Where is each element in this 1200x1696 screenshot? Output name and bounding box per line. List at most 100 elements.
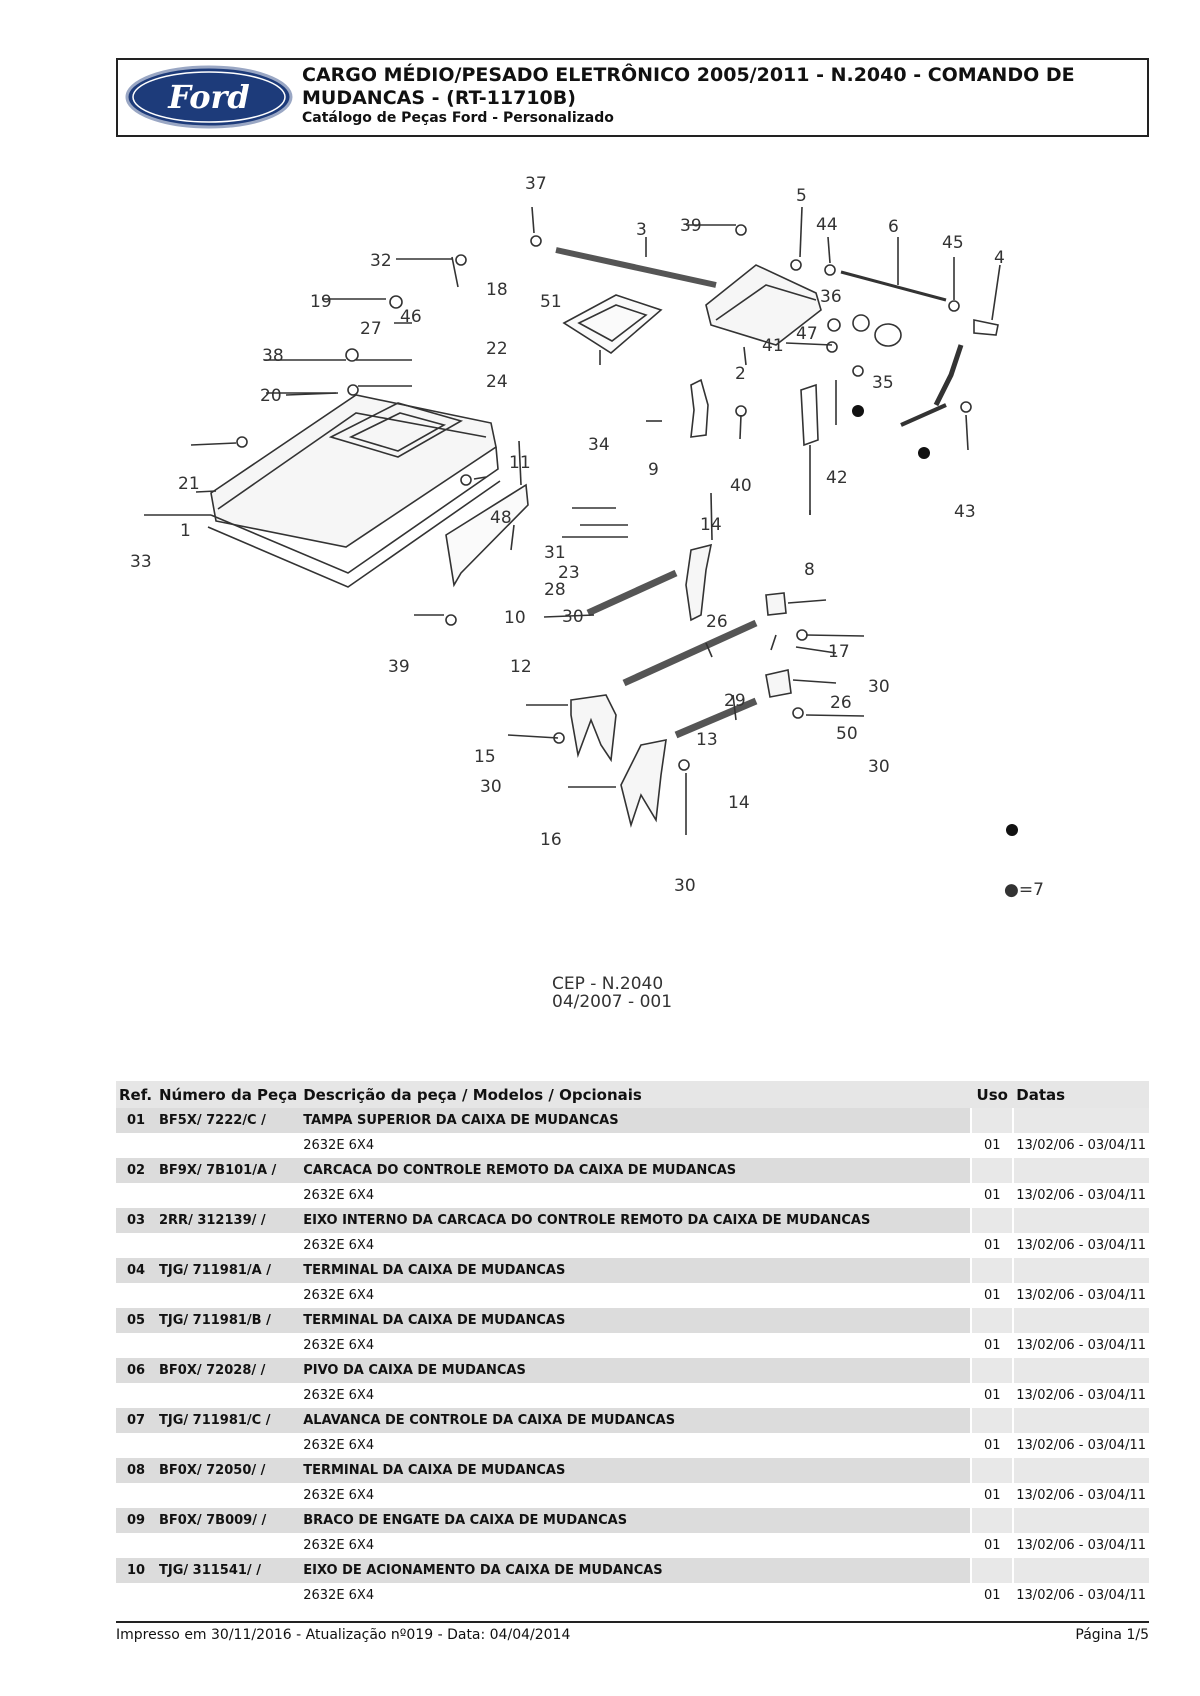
callout-33: 33 (130, 552, 152, 572)
row-uso: 01 (971, 1283, 1014, 1308)
row-model: 2632E 6X4 (300, 1533, 972, 1558)
parts-table: Ref. Número da Peça Descrição da peça / … (116, 1081, 1149, 1608)
row-uso: 01 (971, 1383, 1014, 1408)
callout-32: 32 (370, 251, 392, 271)
row-uso-blank (970, 1508, 1014, 1533)
document-header: Ford CARGO MÉDIO/PESADO ELETRÔNICO 2005/… (116, 58, 1149, 137)
callout-40: 39 (680, 216, 702, 236)
row-model: 2632E 6X4 (300, 1133, 972, 1158)
row-detail-spacer (116, 1283, 156, 1308)
callout-37: 37 (525, 175, 547, 194)
row-model: 2632E 6X4 (300, 1183, 972, 1208)
row-datas-blank (1012, 1208, 1149, 1233)
row-detail-spacer (116, 1233, 156, 1258)
callout-28: 28 (544, 580, 566, 600)
row-ref: 05 (116, 1308, 156, 1333)
row-uso: 01 (971, 1333, 1014, 1358)
col-part-number: Número da Peça (156, 1081, 301, 1108)
row-detail-spacer (156, 1133, 301, 1158)
callout-8: 8 (804, 560, 815, 580)
row-part-number: BF9X/ 7B101/A / (156, 1158, 301, 1183)
callout-5: 5 (796, 186, 807, 206)
row-part-number: BF0X/ 72028/ / (156, 1358, 301, 1383)
footer-divider (116, 1621, 1149, 1623)
callout-38: 38 (262, 346, 284, 366)
callout-42: 41 (762, 336, 784, 356)
callout-13: 13 (696, 730, 718, 750)
row-datas: 13/02/06 - 03/04/11 (1013, 1233, 1149, 1258)
row-part-number: BF0X/ 72050/ / (156, 1458, 301, 1483)
exploded-parts-diagram: 37 3 39 5 44 6 45 4 32 18 51 19 46 27 36… (130, 175, 1044, 1012)
callout-1: 1 (180, 521, 191, 541)
page-title: CARGO MÉDIO/PESADO ELETRÔNICO 2005/2011 … (302, 64, 1075, 109)
callout-35: 35 (872, 373, 894, 393)
callout-34: 34 (588, 435, 610, 455)
row-part-number: TJG/ 711981/B / (156, 1308, 301, 1333)
row-detail-spacer (156, 1283, 301, 1308)
row-model: 2632E 6X4 (300, 1233, 972, 1258)
callout-36: 36 (820, 287, 842, 307)
footer-printed-info: Impresso em 30/11/2016 - Atualização nº0… (116, 1627, 571, 1643)
row-description: ALAVANCA DE CONTROLE DA CAIXA DE MUDANCA… (300, 1408, 972, 1433)
row-detail-spacer (156, 1383, 301, 1408)
row-ref: 06 (116, 1358, 156, 1383)
callout-3: 3 (636, 220, 647, 240)
row-uso: 01 (971, 1233, 1014, 1258)
row-uso-blank (970, 1558, 1014, 1583)
row-datas-blank (1012, 1158, 1149, 1183)
row-datas: 13/02/06 - 03/04/11 (1013, 1583, 1149, 1608)
callout-50: 50 (836, 724, 858, 744)
callout-24: 23 (558, 563, 580, 583)
row-ref: 01 (116, 1108, 156, 1133)
table-header-row: Ref. Número da Peça Descrição da peça / … (116, 1081, 1149, 1108)
row-datas: 13/02/06 - 03/04/11 (1013, 1183, 1149, 1208)
callout-14-text: 14 (728, 793, 750, 813)
row-uso-blank (970, 1108, 1014, 1133)
callout-41: 40 (730, 476, 752, 496)
row-detail-spacer (116, 1483, 156, 1508)
callout-44: 43 (954, 502, 976, 522)
callout-21: 20 (260, 386, 282, 406)
callout-48: 47 (796, 324, 818, 344)
row-uso-blank (970, 1158, 1014, 1183)
callout-30-d: 30 (480, 777, 502, 797)
row-uso: 01 (971, 1583, 1014, 1608)
row-datas: 13/02/06 - 03/04/11 (1013, 1433, 1149, 1458)
row-datas-blank (1012, 1308, 1149, 1333)
callout-18-label: 17 (828, 642, 850, 662)
callout-10: 10 (504, 608, 526, 628)
row-ref: 07 (116, 1408, 156, 1433)
row-description: TERMINAL DA CAIXA DE MUDANCAS (300, 1458, 972, 1483)
row-model: 2632E 6X4 (300, 1433, 972, 1458)
row-model: 2632E 6X4 (300, 1283, 972, 1308)
col-uso: Uso (971, 1081, 1014, 1108)
row-detail-spacer (116, 1383, 156, 1408)
row-detail-spacer (156, 1483, 301, 1508)
callout-17: 16 (540, 830, 562, 850)
ford-logo: Ford (125, 65, 293, 129)
callout-15: 14 (700, 515, 722, 535)
callout-12: 12 (510, 657, 532, 677)
callout-30-e: 30 (674, 876, 696, 896)
row-datas-blank (1012, 1458, 1149, 1483)
row-ref: 10 (116, 1558, 156, 1583)
row-datas: 13/02/06 - 03/04/11 (1013, 1333, 1149, 1358)
row-description: EIXO INTERNO DA CARCACA DO CONTROLE REMO… (300, 1208, 972, 1233)
row-detail-spacer (116, 1333, 156, 1358)
row-description: TERMINAL DA CAIXA DE MUDANCAS (300, 1308, 972, 1333)
callout-27: 27 (360, 319, 382, 339)
row-uso-blank (970, 1308, 1014, 1333)
callout-45: 44 (816, 215, 838, 235)
